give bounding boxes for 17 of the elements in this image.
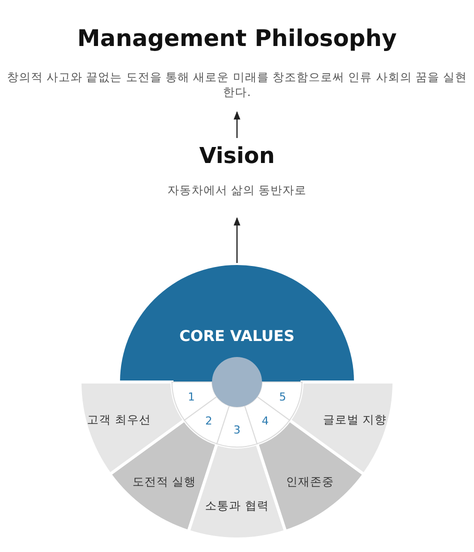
value-label: 도전적 실행 xyxy=(132,474,196,490)
description: 자동차에서 삶의 동반자로 xyxy=(166,183,308,198)
core-values-title: CORE VALUES xyxy=(178,327,296,345)
number-label: 4 xyxy=(262,414,269,428)
arrow xyxy=(234,217,240,263)
value-label: 인재존중 xyxy=(286,474,334,490)
heading: Vision xyxy=(198,144,276,169)
number-label: 1 xyxy=(188,390,195,404)
value-label: 고객 최우선 xyxy=(87,412,151,428)
value-label: 소통과 협력 xyxy=(205,498,269,514)
number-label: 3 xyxy=(234,424,240,436)
number-label: 2 xyxy=(205,414,212,428)
heading: Management Philosophy xyxy=(76,26,398,52)
value-label: 글로벌 지향 xyxy=(323,412,387,428)
arrow xyxy=(234,111,240,138)
number-label: 5 xyxy=(279,390,286,404)
description: 창의적 사고와 끝없는 도전을 통해 새로운 미래를 창조함으로써 인류 사회의 꿈을 실현한다. xyxy=(6,70,468,100)
